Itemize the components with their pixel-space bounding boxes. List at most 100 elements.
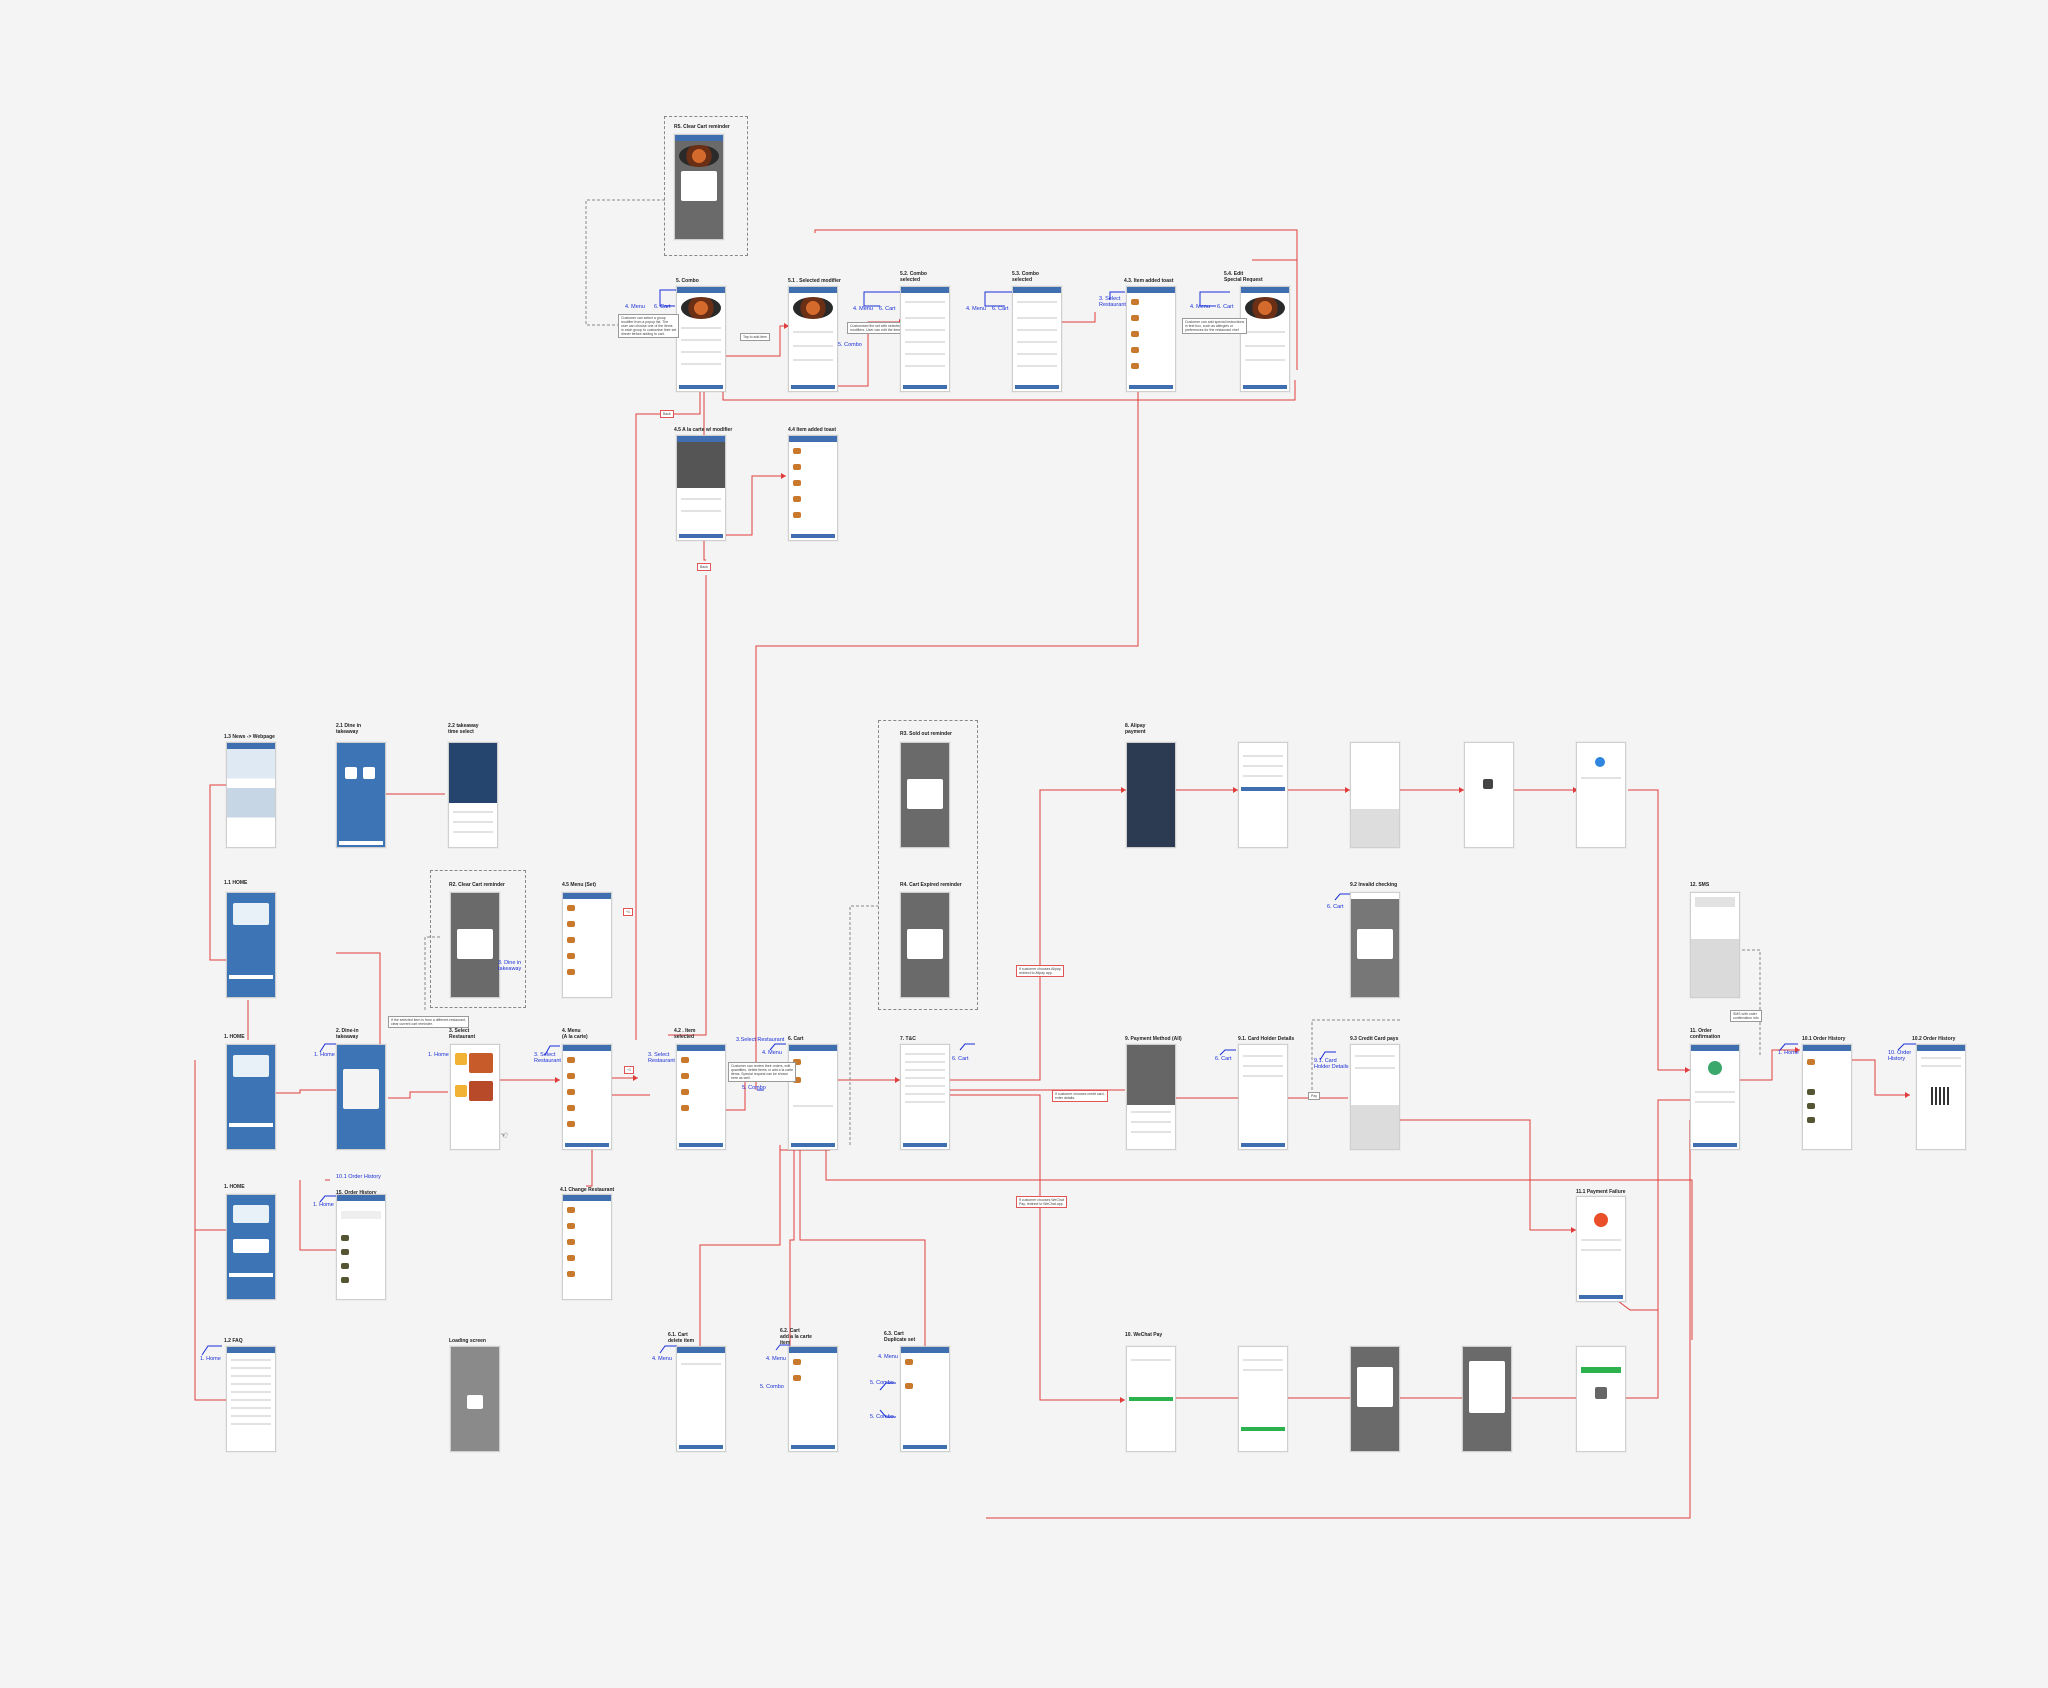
restaurant-thumb[interactable] [469,1081,493,1101]
row [905,341,945,343]
restaurant-thumb[interactable] [455,1085,467,1097]
screen-menu-set[interactable] [562,892,612,998]
row [1017,353,1057,355]
screen-order-history-101[interactable] [1802,1044,1852,1150]
reminder-group-right [878,720,978,1010]
screen-invalid-checking[interactable] [1350,892,1400,998]
header-bar [1803,1045,1851,1051]
input-row[interactable] [1243,1065,1283,1067]
input-row[interactable] [1243,1075,1283,1077]
screen-clear-cart-reminder-top[interactable] [674,134,724,240]
screen-alipay-2[interactable] [1238,742,1288,848]
row [905,365,945,367]
screen-payment-failure[interactable] [1576,1196,1626,1302]
screen-home[interactable] [226,1044,276,1150]
screen-cart-delete[interactable] [676,1346,726,1452]
screen-sms[interactable] [1690,892,1740,998]
screen-soldout-reminder[interactable] [900,742,950,848]
screen-wechat[interactable] [1126,1346,1176,1452]
screen-home-11[interactable] [226,892,276,998]
screen-select-restaurant[interactable] [450,1044,500,1150]
input-row[interactable] [1355,1055,1395,1057]
screen-cart-add[interactable] [788,1346,838,1452]
screen-edit-special-request[interactable] [1240,286,1290,392]
screen-change-restaurant[interactable] [562,1194,612,1300]
screen-wechat-2[interactable] [1238,1346,1288,1452]
checkout-button[interactable] [679,1445,723,1449]
pay-button[interactable] [1129,1397,1173,1401]
screen-news-webpage[interactable] [226,742,276,848]
add-button[interactable] [679,385,723,389]
input-row[interactable] [1243,1055,1283,1057]
screen-alipay-5[interactable] [1576,742,1626,848]
menu-thumb [1131,347,1139,353]
screen-order-history-15[interactable] [336,1194,386,1300]
screen-clear-cart-reminder-mid[interactable] [450,892,500,998]
screen-credit-card[interactable] [1350,1044,1400,1150]
add-button[interactable] [679,534,723,538]
add-button[interactable] [791,385,835,389]
add-button[interactable] [1015,385,1059,389]
continue-button[interactable] [1241,1143,1285,1147]
screen-combo[interactable] [676,286,726,392]
screen-cart-duplicate[interactable] [900,1346,950,1452]
order-thumb [1807,1089,1815,1095]
screen-loading[interactable] [450,1346,500,1452]
screen-tc[interactable] [900,1044,950,1150]
screen-home-logged[interactable] [226,1194,276,1300]
screen-menu[interactable] [562,1044,612,1150]
screen-order-confirmation[interactable] [1690,1044,1740,1150]
nav-label: 6. Cart [654,304,671,310]
cart-button[interactable] [679,1143,723,1147]
screen-order-history-102[interactable] [1916,1044,1966,1150]
screen-wechat-5[interactable] [1576,1346,1626,1452]
screen-payment-method[interactable] [1126,1044,1176,1150]
screen-alipay-3[interactable] [1350,742,1400,848]
screen-item-selected[interactable] [676,1044,726,1150]
checkout-button[interactable] [791,1445,835,1449]
screen-takeaway-time[interactable] [448,742,498,848]
screen-dine-in-takeaway[interactable] [336,742,386,848]
pay-button[interactable] [1241,1427,1285,1431]
input-row[interactable] [1355,1067,1395,1069]
screen-faq[interactable] [226,1346,276,1452]
screen-dinein-takeaway[interactable] [336,1044,386,1150]
option-row[interactable] [1131,1111,1171,1113]
screen-combo-selected-3[interactable] [1012,286,1062,392]
option-icon[interactable] [345,767,357,779]
done-button[interactable] [1693,1143,1737,1147]
restaurant-thumb[interactable] [455,1053,467,1065]
option-icon[interactable] [363,767,375,779]
screen-selected-modifier[interactable] [788,286,838,392]
checkout-button[interactable] [903,1445,947,1449]
checkout-button[interactable] [791,1143,835,1147]
add-button[interactable] [903,385,947,389]
cart-button[interactable] [1129,385,1173,389]
add-button[interactable] [1243,385,1287,389]
screen-wechat-3[interactable] [1350,1346,1400,1452]
restaurant-thumb[interactable] [469,1053,493,1073]
cart-button[interactable] [565,1143,609,1147]
retry-button[interactable] [1579,1295,1623,1299]
screen-combo-selected-2[interactable] [900,286,950,392]
screen-alipay-4[interactable] [1464,742,1514,848]
start-order-button[interactable] [229,1273,273,1277]
screen-cart-expired-reminder[interactable] [900,892,950,998]
confirm-button[interactable] [339,841,383,845]
cart-button[interactable] [791,534,835,538]
agree-button[interactable] [903,1143,947,1147]
pay-button[interactable] [1241,787,1285,791]
plus-one-note: +1 [623,908,633,916]
option-row[interactable] [1131,1121,1171,1123]
screen-item-added-toast[interactable] [788,435,838,541]
screen-cart[interactable] [788,1044,838,1150]
screen-alipay[interactable] [1126,742,1176,848]
screen-item-added-toast-combo[interactable] [1126,286,1176,392]
screen-card-holder-details[interactable] [1238,1044,1288,1150]
option-row[interactable] [1131,1131,1171,1133]
screen-alacarte-modifier[interactable] [676,435,726,541]
start-order-button[interactable] [229,1123,273,1127]
screen-wechat-4[interactable] [1462,1346,1512,1452]
start-order-button[interactable] [229,975,273,979]
